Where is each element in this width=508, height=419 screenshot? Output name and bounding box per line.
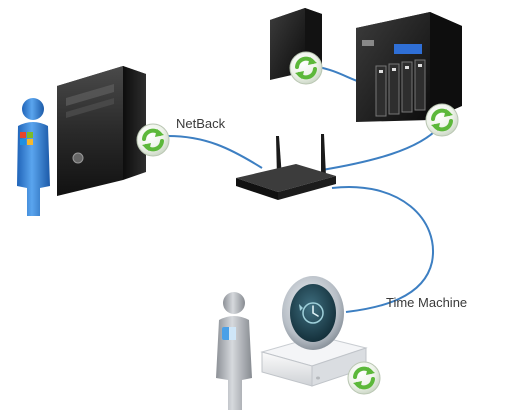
time-machine-clock-icon bbox=[282, 276, 344, 350]
mac-user-icon bbox=[216, 292, 252, 410]
time-machine-disk-icon bbox=[260, 335, 368, 387]
drive-sync-icon bbox=[288, 50, 324, 86]
wireless-router-icon bbox=[236, 134, 336, 200]
cable-pc-to-router bbox=[167, 135, 263, 169]
nas-drive-bays bbox=[375, 59, 426, 117]
windows-logo-icon bbox=[20, 132, 33, 145]
cable-router-to-timemachine bbox=[331, 185, 435, 313]
cable-drive-to-nas bbox=[317, 66, 361, 83]
nas-brand-logo bbox=[362, 40, 374, 46]
nas-server-icon bbox=[356, 12, 462, 122]
nas-lcd-display bbox=[394, 44, 422, 54]
cable-nas-to-router bbox=[321, 125, 441, 171]
pc-sync-icon bbox=[135, 122, 171, 158]
timemachine-sync-icon bbox=[346, 360, 382, 396]
netback-label: NetBack bbox=[176, 116, 226, 131]
pc-tower-icon bbox=[57, 66, 146, 196]
finder-logo-icon bbox=[222, 327, 236, 340]
time-machine-label: Time Machine bbox=[386, 295, 468, 310]
nas-sync-icon bbox=[424, 102, 460, 138]
windows-user-icon bbox=[17, 98, 50, 216]
